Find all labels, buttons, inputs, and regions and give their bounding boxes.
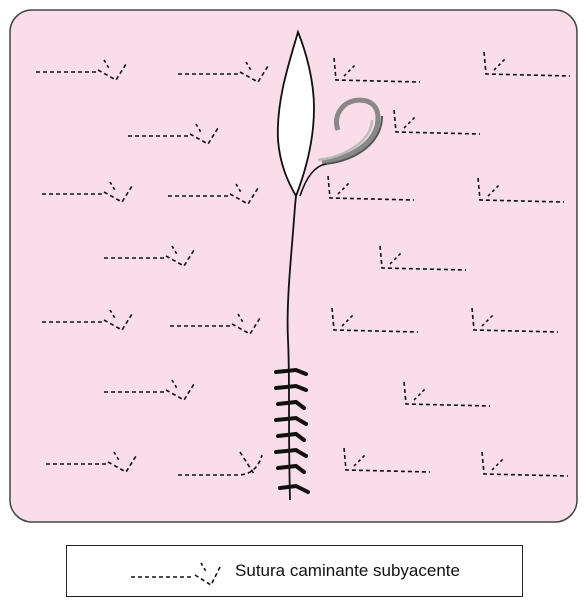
legend-box: Sutura caminante subyacente [66,545,523,597]
legend-label: Sutura caminante subyacente [235,561,460,581]
running-suture-icon [129,551,229,591]
